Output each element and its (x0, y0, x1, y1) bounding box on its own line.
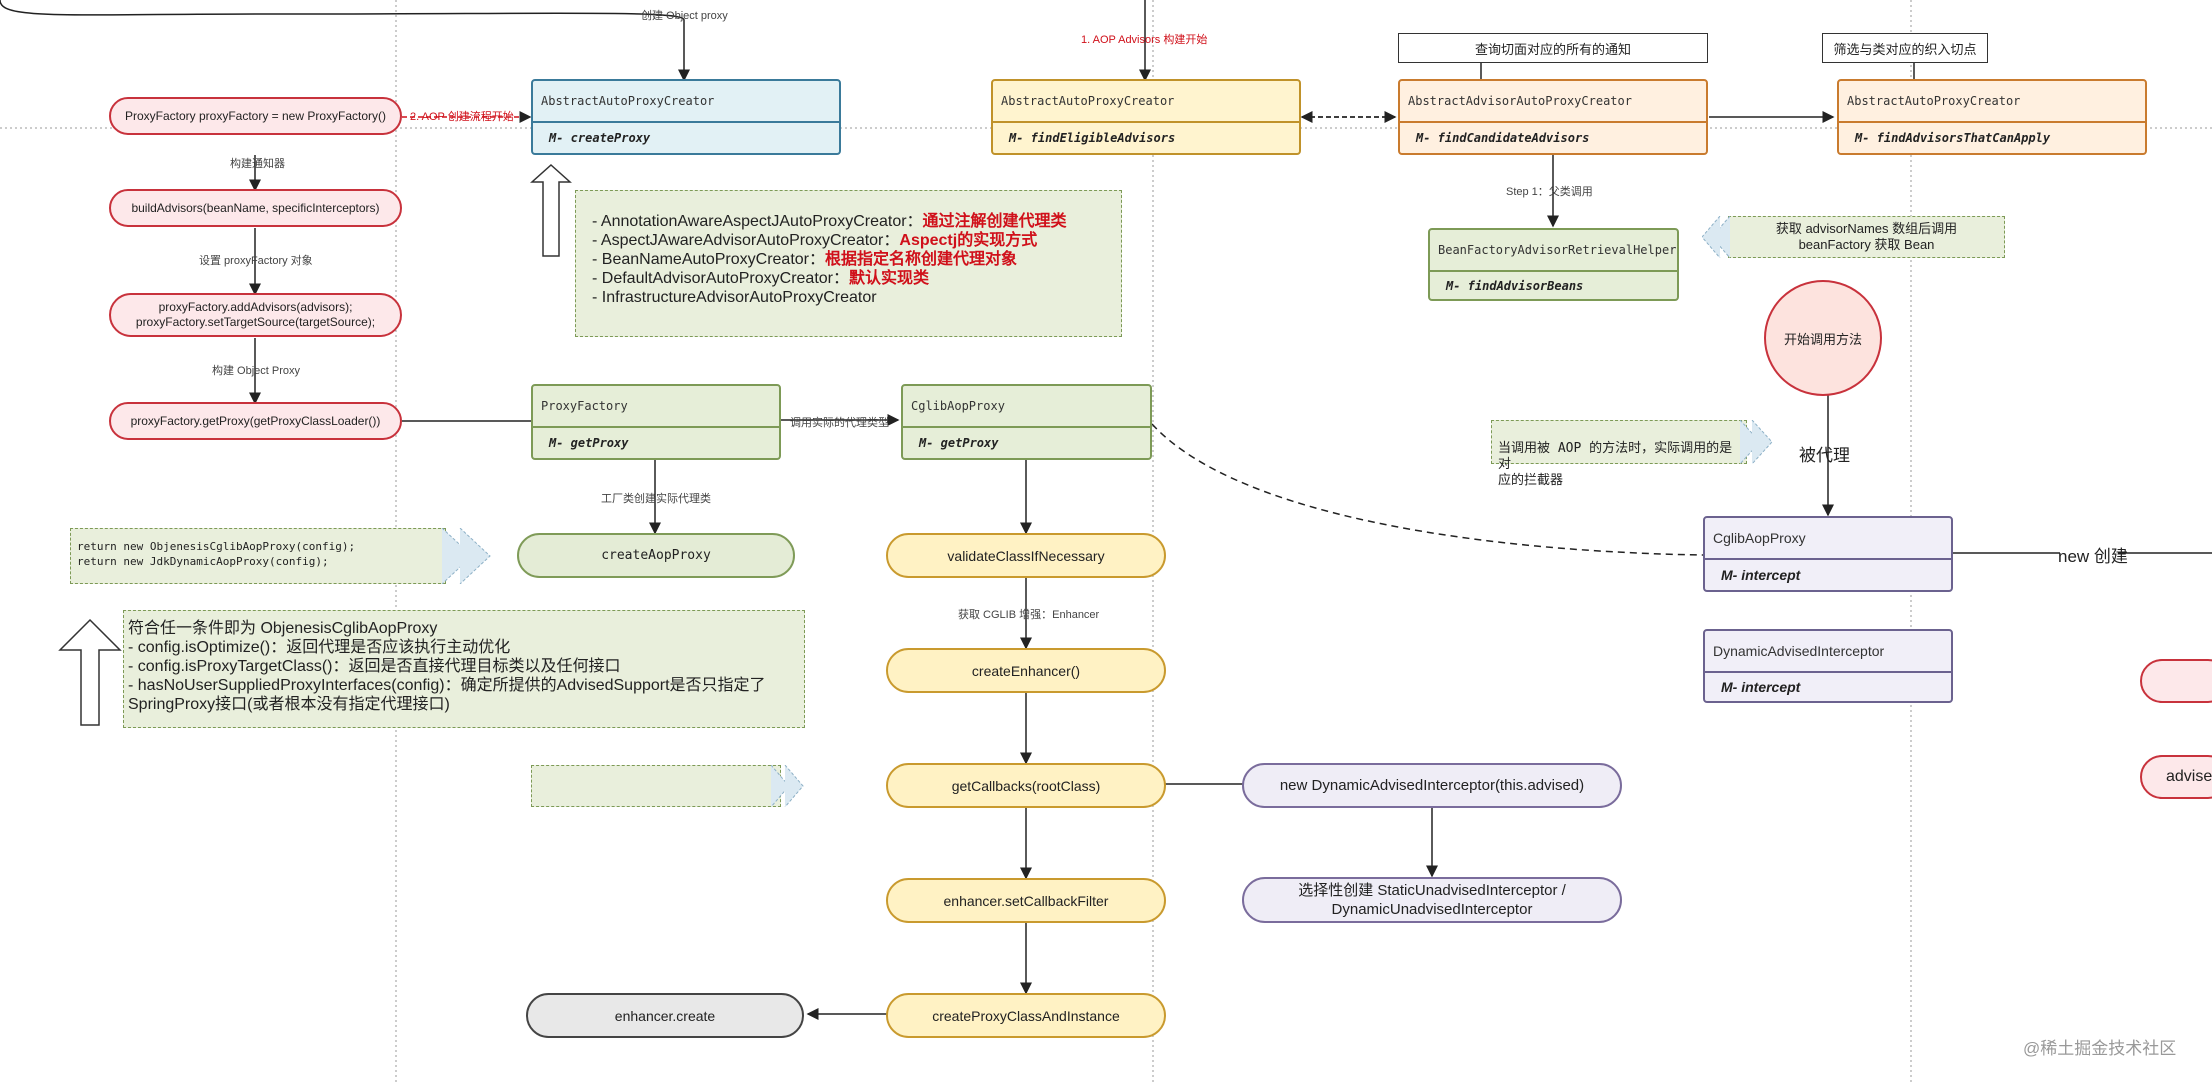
create-aop-proxy-node[interactable]: createAopProxy (517, 533, 795, 578)
class-method: M- findEligibleAdvisors (1009, 131, 1176, 145)
chevron-right-icon (442, 528, 491, 584)
creator-name: - BeanNameAutoProxyCreator： (592, 251, 825, 268)
enhancer-create-node[interactable]: enhancer.create (526, 993, 804, 1038)
advisor-names-text: 获取 advisorNames 数组后调用 beanFactory 获取 Bea… (1775, 221, 1958, 252)
class-name: CglibAopProxy (1705, 518, 1951, 560)
class-method: M- findCandidateAdvisors (1416, 131, 1590, 145)
build-advisors-node[interactable]: buildAdvisors(beanName, specificIntercep… (109, 189, 402, 227)
class-name: AbstractAutoProxyCreator (993, 81, 1299, 123)
label-set-proxy-factory: 设置 proxyFactory 对象 (199, 255, 313, 267)
class-dynamic-advised-interceptor[interactable]: DynamicAdvisedInterceptor M- intercept (1703, 629, 1953, 703)
creator-name: - AnnotationAwareAspectJAutoProxyCreator… (592, 213, 923, 230)
class-method: M- intercept (1721, 567, 1801, 583)
class-name: BeanFactoryAdvisorRetrievalHelper (1430, 230, 1677, 272)
condition-line: - config.isProxyTargetClass()：返回是否直接代理目标… (128, 658, 621, 675)
condition-line: SpringProxy接口(或者根本没有指定代理接口) (128, 696, 450, 713)
label-get-cglib-enhancer: 获取 CGLIB 增强：Enhancer (958, 609, 1100, 621)
get-proxy-node[interactable]: proxyFactory.getProxy(getProxyClassLoade… (109, 402, 402, 440)
label-build-object-proxy: 构建 Object Proxy (212, 365, 301, 377)
creator-name: - DefaultAdvisorAutoProxyCreator： (592, 270, 849, 287)
class-method: M- intercept (1721, 679, 1801, 695)
auto-proxy-creators-note: - AnnotationAwareAspectJAutoProxyCreator… (575, 190, 1122, 337)
creator-line: - AspectJAwareAdvisorAutoProxyCreator：As… (592, 231, 1121, 250)
label-aop-advisors-start: 1. AOP Advisors 构建开始 (1081, 34, 1208, 46)
class-cglib-aop-proxy[interactable]: CglibAopProxy M- getProxy (901, 384, 1152, 460)
objenesis-conditions-note: 符合任一条件即为 ObjenesisCglibAopProxy - config… (123, 610, 805, 728)
empty-note (531, 765, 781, 807)
watermark: @稀土掘金技术社区 (2023, 1039, 2177, 1058)
condition-line: - config.isOptimize()：返回代理是否应该执行主动优化 (128, 639, 511, 656)
class-method: M- findAdvisorBeans (1446, 278, 1584, 293)
select-interceptor-node[interactable]: 选择性创建 StaticUnadvisedInterceptor / Dynam… (1242, 877, 1622, 923)
callout-query-advices: 查询切面对应的所有的通知 (1398, 33, 1708, 63)
class-proxy-factory[interactable]: ProxyFactory M- getProxy (531, 384, 781, 460)
class-name: AbstractAutoProxyCreator (533, 81, 839, 123)
class-name: AbstractAutoProxyCreator (1839, 81, 2145, 123)
start-call-method-node[interactable]: 开始调用方法 (1764, 280, 1882, 396)
proxy-factory-new-node[interactable]: ProxyFactory proxyFactory = new ProxyFac… (109, 97, 402, 135)
label-create-object-proxy-top: 创建 Object proxy (641, 10, 728, 22)
class-name: CglibAopProxy (903, 386, 1150, 428)
label-aop-create-flow-start: 2. AOP 创建流程开始 (410, 111, 514, 123)
class-method: M- createProxy (549, 131, 651, 145)
create-enhancer-node[interactable]: createEnhancer() (886, 648, 1166, 693)
advisor-names-note: 获取 advisorNames 数组后调用 beanFactory 获取 Bea… (1728, 216, 2005, 258)
creator-line: - DefaultAdvisorAutoProxyCreator：默认实现类 (592, 269, 1121, 288)
creator-line: - InfrastructureAdvisorAutoProxyCreator (592, 288, 1121, 307)
creator-desc: 根据指定名称创建代理对象 (825, 251, 1018, 268)
label-new-create: new 创建 (2058, 547, 2128, 566)
label-step1-parent-call: Step 1：父类调用 (1506, 186, 1593, 198)
code-line: return new JdkDynamicAopProxy(config); (77, 555, 329, 568)
label-proxied: 被代理 (1799, 446, 1850, 465)
return-code-note: return new ObjenesisCglibAopProxy(config… (70, 528, 446, 584)
partial-node-label: advise (2166, 768, 2212, 785)
new-dynamic-advised-interceptor-node[interactable]: new DynamicAdvisedInterceptor(this.advis… (1242, 763, 1622, 808)
creator-name: - InfrastructureAdvisorAutoProxyCreator (592, 289, 877, 306)
label-factory-create-proxy: 工厂类创建实际代理类 (601, 493, 711, 505)
code-line: return new ObjenesisCglibAopProxy(config… (77, 540, 356, 553)
validate-class-node[interactable]: validateClassIfNecessary (886, 533, 1166, 578)
partial-node-red[interactable] (2140, 659, 2212, 703)
chevron-left-icon (1702, 216, 1731, 258)
callout-filter-pointcuts: 筛选与类对应的织入切点 (1822, 33, 1988, 63)
creator-desc: 通过注解创建代理类 (922, 213, 1067, 230)
class-name: AbstractAdvisorAutoProxyCreator (1400, 81, 1706, 123)
condition-line: - hasNoUserSuppliedProxyInterfaces(confi… (128, 677, 766, 694)
class-bean-factory-advisor-retrieval-helper[interactable]: BeanFactoryAdvisorRetrievalHelper M- fin… (1428, 228, 1679, 301)
creator-desc: 默认实现类 (849, 270, 930, 287)
add-advisors-node[interactable]: proxyFactory.addAdvisors(advisors); prox… (109, 293, 402, 337)
label-call-actual-proxy-type: 调用实际的代理类型 (790, 417, 889, 429)
class-abstract-auto-proxy-creator-find-eligible[interactable]: AbstractAutoProxyCreator M- findEligible… (991, 79, 1301, 155)
class-name: ProxyFactory (533, 386, 779, 428)
class-abstract-auto-proxy-creator-find-can-apply[interactable]: AbstractAutoProxyCreator M- findAdvisors… (1837, 79, 2147, 155)
class-cglib-aop-proxy-intercept[interactable]: CglibAopProxy M- intercept (1703, 516, 1953, 592)
class-method: M- findAdvisorsThatCanApply (1855, 131, 2051, 145)
create-proxy-class-and-instance-node[interactable]: createProxyClassAndInstance (886, 993, 1166, 1038)
class-abstract-auto-proxy-creator-create-proxy[interactable]: AbstractAutoProxyCreator M- createProxy (531, 79, 841, 155)
get-callbacks-node[interactable]: getCallbacks(rootClass) (886, 763, 1166, 808)
label-build-notify: 构建通知器 (230, 158, 285, 170)
class-method: M- getProxy (919, 436, 999, 450)
chevron-right-icon (771, 765, 804, 807)
creator-line: - AnnotationAwareAspectJAutoProxyCreator… (592, 212, 1121, 231)
partial-node-advised[interactable]: advise (2140, 755, 2212, 799)
class-name: DynamicAdvisedInterceptor (1705, 631, 1951, 673)
start-call-method-label: 开始调用方法 (1783, 331, 1862, 347)
aop-call-text: 当调用被 AOP 的方法时，实际调用的是对 应的拦截器 (1498, 441, 1733, 488)
chevron-right-icon (1740, 420, 1773, 464)
creator-name: - AspectJAwareAdvisorAutoProxyCreator： (592, 232, 900, 249)
set-callback-filter-node[interactable]: enhancer.setCallbackFilter (886, 878, 1166, 923)
condition-line: 符合任一条件即为 ObjenesisCglibAopProxy (128, 620, 438, 637)
creator-line: - BeanNameAutoProxyCreator：根据指定名称创建代理对象 (592, 250, 1121, 269)
creator-desc: Aspectj的实现方式 (899, 232, 1038, 249)
class-abstract-advisor-auto-proxy-creator[interactable]: AbstractAdvisorAutoProxyCreator M- findC… (1398, 79, 1708, 155)
class-method: M- getProxy (549, 436, 629, 450)
aop-call-note: 当调用被 AOP 的方法时，实际调用的是对 应的拦截器 (1491, 420, 1747, 488)
